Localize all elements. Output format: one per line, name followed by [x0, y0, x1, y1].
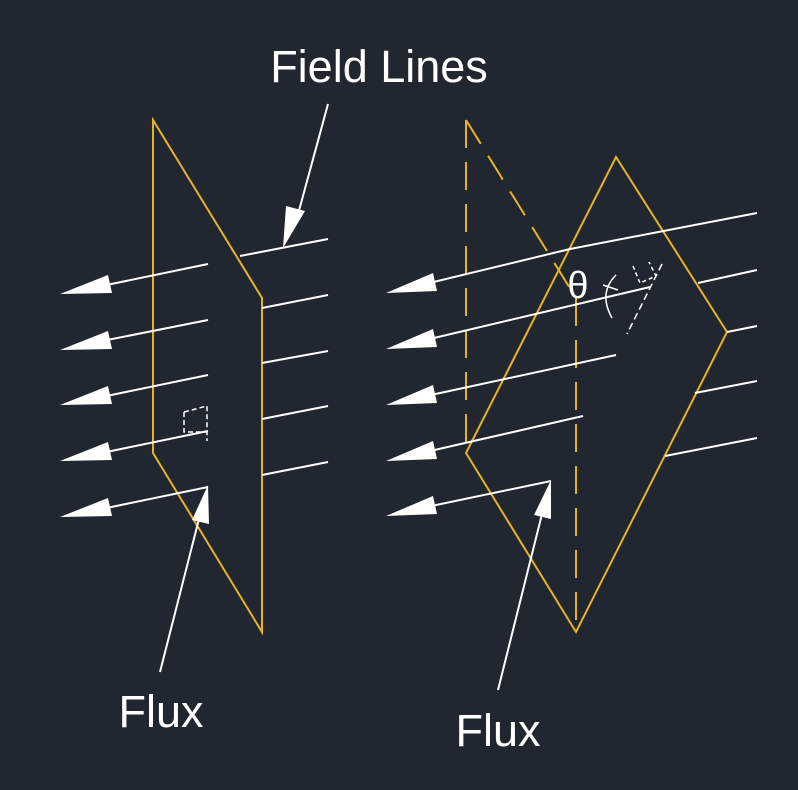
left-panel	[60, 103, 329, 673]
right-field-arrow	[416, 415, 584, 455]
left-field-segment	[261, 405, 329, 420]
theta-label: θ	[567, 265, 588, 307]
left-field-segment	[261, 350, 329, 364]
flux-left-pointer	[159, 514, 201, 673]
right-field-segment	[694, 380, 758, 394]
right-field-segment	[664, 437, 758, 457]
left-arrowhead	[60, 498, 112, 517]
left-field-arrow	[91, 486, 209, 512]
left-field-segment	[261, 461, 329, 476]
right-arrowhead	[386, 385, 437, 405]
flux-right-pointer	[497, 509, 544, 691]
theta-arc	[605, 274, 617, 319]
right-field-arrow	[416, 354, 617, 399]
right-field-segments	[569, 212, 758, 457]
left-field-segment	[261, 294, 329, 309]
left-arrowhead	[60, 442, 112, 461]
left-field-segments	[239, 238, 329, 476]
angle-marker	[602, 261, 663, 335]
reference-plane	[465, 119, 577, 632]
flux-left-pointer-head	[192, 485, 209, 524]
left-field-arrow	[91, 319, 209, 344]
left-arrowhead	[60, 275, 112, 294]
left-field-arrow	[91, 374, 209, 400]
theta-tick	[602, 284, 619, 291]
right-field-arrow	[416, 248, 571, 287]
left-field-arrow	[91, 430, 209, 456]
right-field-segment	[569, 212, 758, 250]
left-field-arrows	[60, 263, 209, 517]
field-lines-pointer-head	[283, 206, 305, 248]
reference-plane-edge	[465, 119, 577, 299]
right-field-segment	[697, 269, 758, 284]
flux-right-pointer-head	[534, 480, 551, 519]
right-field-segment	[726, 325, 758, 333]
tilted-plane	[464, 154, 729, 635]
right-arrowhead	[386, 273, 437, 293]
right-field-arrow	[416, 286, 651, 343]
left-arrowhead	[60, 386, 112, 405]
left-arrowhead	[60, 331, 112, 350]
right-angle-marker-tilted	[632, 261, 658, 284]
flux-left-label: Flux	[118, 686, 204, 737]
normal-line	[626, 263, 663, 335]
field-lines-label: Field Lines	[270, 41, 488, 92]
left-field-arrow	[91, 263, 209, 289]
flux-right-label: Flux	[455, 705, 541, 756]
field-lines-pointer	[296, 103, 329, 219]
right-panel	[386, 119, 758, 691]
left-plane	[152, 116, 263, 636]
right-arrowhead	[386, 496, 437, 516]
right-angle-marker	[183, 405, 208, 441]
right-field-arrows	[386, 248, 651, 516]
right-arrowhead	[386, 441, 437, 461]
right-field-arrow	[416, 480, 552, 510]
left-field-segment	[239, 238, 329, 257]
right-arrowhead	[386, 329, 437, 349]
